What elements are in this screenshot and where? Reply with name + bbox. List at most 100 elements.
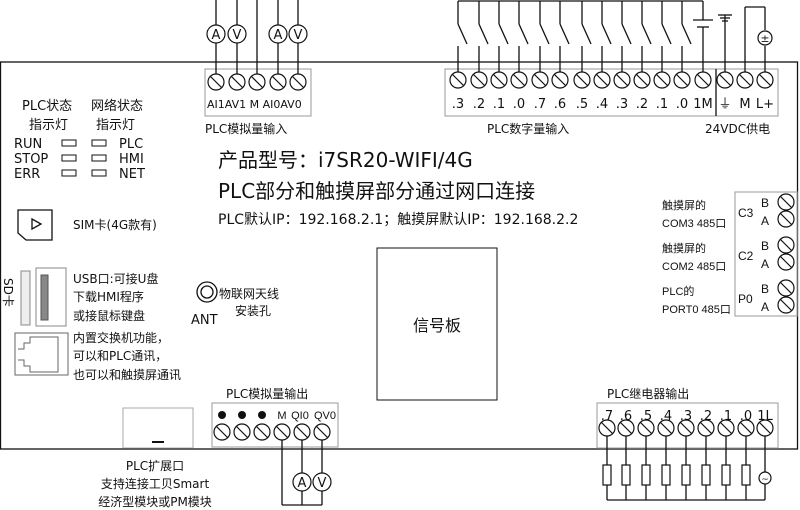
digital-input-terminal-label: .1 [493,97,505,112]
analog-input-label: PLC模拟量输入 [205,121,287,136]
relay-terminal-label: 1L [757,409,773,424]
sim-play-icon [31,217,43,231]
net-status-header: 网络状态 [91,98,143,114]
terminal-screw [598,419,616,437]
load-resistor-icon [661,464,671,486]
terminal-screw [777,279,795,297]
digital-input-terminal-label: .3 [452,97,464,112]
switch-contact [681,23,692,45]
relay-terminal-label: .5 [640,409,652,424]
unused-terminal-dot [238,411,246,419]
terminal-screw [470,71,488,89]
sim-slot: SIM卡(4G款有) [17,209,157,241]
terminal-screw [694,71,712,89]
rs485-pin-label: A [761,300,769,314]
usb-desc-2: 下载HMI程序 [73,289,144,304]
ethernet-desc-3: 也可以和触摸屏通讯 [73,368,181,382]
rs485-port-desc: COM3 485口 [662,218,726,230]
terminal-screw [228,73,246,91]
terminal-screw [289,73,307,91]
terminal-screw [716,71,734,89]
switch-contact [518,23,529,45]
relay-terminal-label: .3 [680,409,692,424]
switch-contact [601,23,612,45]
antenna-hole: ANT 物联网天线 安装孔 [191,281,279,328]
terminal-screw [490,71,508,89]
terminal-screw [653,71,671,89]
expansion-desc-2: 支持连接工贝Smart [101,476,210,491]
digital-input-terminal-label: .2 [473,97,485,112]
rs485-pin-label: B [761,196,769,210]
relay-terminal-label: .0 [740,409,752,424]
led-indicator [91,154,107,162]
digital-input-terminal-label: .3 [616,97,628,112]
rs485-port-desc: COM2 485口 [662,261,726,273]
analog-output-terminal-label: QI0 [291,410,309,422]
terminal-screw [736,71,754,89]
default-ip-note: PLC默认IP：192.168.2.1；触摸屏默认IP：192.168.2.2 [218,212,578,228]
analog-input-terminal-labels: AI1AV1 M AI0AV0 [207,98,302,111]
led-indicator [61,139,77,147]
sd-label: SD卡 [1,278,15,307]
plc-led-label: RUN [14,137,42,152]
load-resistor-icon [721,464,731,486]
switch-contact [661,23,672,45]
switch-contact [498,23,509,45]
plc-status-header-2: 指示灯 [29,118,68,133]
antenna-label: ANT [191,313,218,328]
ethernet-desc-1: 内置交换机功能， [73,330,169,345]
led-indicator [91,169,107,177]
led-indicator [61,154,77,162]
rs485-pin-label: A [761,257,769,271]
product-model: 产品型号：i7SR20-WIFI/4G [218,148,473,172]
digital-input-terminal-label: .6 [554,97,566,112]
relay-terminal-label: .6 [620,409,632,424]
switch-contact [457,23,468,45]
power-terminal-label: L+ [756,97,774,112]
terminal-screw [657,419,675,437]
power-terminal-label: M [739,97,750,112]
terminal-screw [633,71,651,89]
rs485-pin-label: B [761,282,769,296]
switch-contact [581,23,592,45]
terminal-screw [449,71,467,89]
switch-contact [559,23,570,45]
terminal-screw [313,423,331,441]
load-resistor-icon [681,464,691,486]
ac-source-icon: ~ [758,471,772,485]
analog-output-block [211,402,339,448]
terminal-screw [593,71,611,89]
rs485-port-desc: PLC的 [662,284,694,298]
led-indicator [61,169,77,177]
usb-port: USB口:可接U盘 下载HMI程序 或接鼠标键盘 [35,267,158,327]
terminal-screw [293,423,311,441]
svg-text:A: A [298,476,307,491]
load-resistor-icon [621,464,631,486]
antenna-desc-1: 物联网天线 [219,287,279,301]
plc-led-label: ERR [14,167,40,182]
voltmeter-icon: V [227,24,247,44]
terminal-screw [756,71,774,89]
svg-text:±: ± [760,32,769,45]
terminal-screw [777,193,795,211]
signal-board: 信号板 [376,247,498,401]
terminal-screw [777,253,795,271]
digital-input-terminal-label: .0 [513,97,525,112]
rs485-port-name: C2 [738,249,754,263]
power-label: 24VDC供电 [705,122,770,136]
sd-slot: SD卡 [1,270,31,326]
switch-contact [478,23,489,45]
svg-text:~: ~ [761,475,769,485]
voltmeter-icon: V [312,472,332,492]
relay-terminal-label: .2 [700,409,712,424]
digital-input-terminal-label: .7 [534,97,546,112]
terminal-screw [207,73,225,91]
net-status-header-2: 指示灯 [96,118,135,133]
load-resistor-icon [641,464,651,486]
digital-input-terminal-label: .0 [676,97,688,112]
load-resistor-icon [741,464,751,486]
terminal-screw [273,423,291,441]
expansion-port: PLC扩展口 支持连接工贝Smart 经济型模块或PM模块 [98,407,212,509]
